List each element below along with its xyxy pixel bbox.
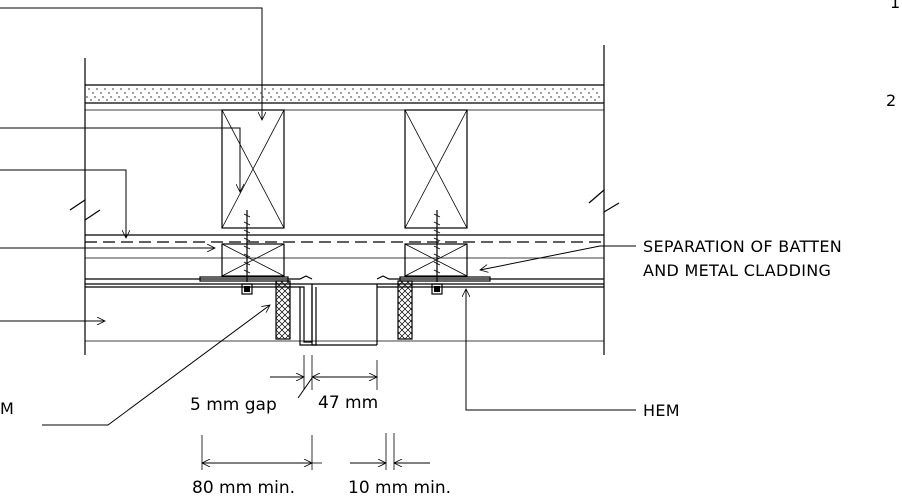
page-mark-2: 2 — [886, 91, 896, 110]
wall-boundary — [69, 45, 620, 355]
clip-right — [397, 280, 413, 340]
dim-spacing-min: 80 mm min. — [192, 478, 295, 498]
dimension-80mm — [202, 435, 322, 470]
label-hem-left-fragment: M — [0, 399, 14, 418]
dim-seam-width: 47 mm — [318, 393, 378, 413]
batten-right — [404, 243, 468, 277]
batten-left — [221, 243, 285, 277]
clip-left — [275, 280, 291, 340]
label-separation-line2: AND METAL CLADDING — [643, 261, 831, 280]
stud-left — [221, 109, 285, 229]
dimension-gap-seam — [270, 355, 377, 399]
membrane-layer — [85, 234, 604, 259]
page-mark-1: 1 — [890, 0, 900, 12]
label-hem: HEM — [643, 401, 680, 420]
dim-hem-min: 10 mm min. — [348, 478, 451, 498]
label-separation-line1: SEPARATION OF BATTEN — [643, 237, 842, 256]
metal-cladding — [85, 275, 604, 346]
stud-right — [404, 109, 468, 229]
dim-gap: 5 mm gap — [190, 395, 277, 415]
dimension-10mm — [350, 433, 430, 470]
leader-lines-left — [0, 7, 270, 426]
screw-left — [241, 210, 253, 295]
leader-lines-right — [466, 245, 636, 411]
top-board — [85, 84, 604, 111]
